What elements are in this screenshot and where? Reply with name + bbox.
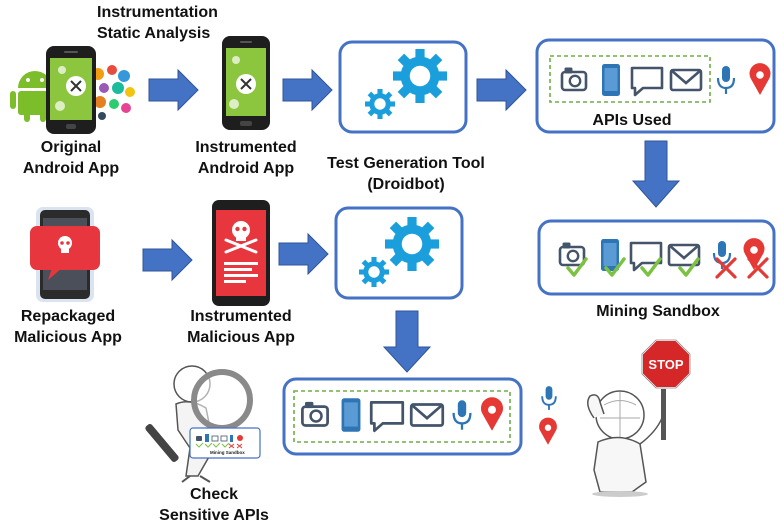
phone-icon [341, 398, 361, 432]
stop-sign-text: STOP [648, 357, 683, 372]
large-gear-icon [393, 49, 447, 103]
arrow-repackaged-to-instrumented [142, 238, 193, 282]
repackaged-malicious-app-icon [30, 207, 100, 302]
label-line: Android App [22, 160, 120, 177]
instrumented-malicious-app-icon [212, 200, 270, 306]
instrumentation-static-analysis-label: Instrumentation Static Analysis [97, 2, 218, 44]
label-line: Mining Sandbox [596, 303, 720, 320]
label-line: Original [40, 139, 102, 156]
large-gear-icon [385, 217, 439, 271]
label-line: (Droidbot) [367, 176, 445, 193]
test-generation-tool-box-malicious [334, 206, 464, 300]
blocked-location-icon [539, 417, 557, 445]
phone-icon [602, 64, 620, 96]
apis-used-box [535, 38, 776, 134]
arrow-instrumented-to-tool [282, 68, 333, 112]
label-line: APIs Used [592, 112, 672, 129]
blocked-microphone-icon [541, 385, 557, 411]
label-line: Check [189, 486, 239, 503]
instrumented-android-app-icon [222, 36, 270, 130]
magnifier-figure [145, 365, 261, 483]
test-generation-tool-label: Test Generation Tool (Droidbot) [316, 153, 496, 195]
label-line: Malicious App [14, 329, 122, 346]
small-gear-icon [359, 257, 389, 287]
mining-sandbox-label: Mining Sandbox [583, 301, 733, 322]
arrow-instrumented-malicious-to-tool [278, 232, 329, 276]
label-line: Instrumentation [97, 4, 218, 21]
label-line: Sensitive APIs [159, 507, 269, 524]
check-sensitive-apis-box [282, 377, 523, 456]
instrumented-malicious-app-label: Instrumented Malicious App [178, 306, 304, 348]
repackaged-malicious-app-label: Repackaged Malicious App [6, 306, 130, 348]
arrow-original-to-instrumented [148, 68, 199, 112]
arrow-apis-to-sandbox [631, 140, 681, 208]
phone-icon [601, 239, 619, 271]
check-sensitive-apis-label: Check Sensitive APIs [150, 484, 278, 526]
original-android-app-icon [10, 46, 135, 134]
small-gear-icon [365, 89, 395, 119]
magnifier-caption: Mining Sandbox [210, 450, 245, 455]
label-line: Instrumented [190, 308, 292, 325]
test-generation-tool-box [338, 40, 468, 134]
label-line: Repackaged [20, 308, 116, 325]
original-android-app-label: Original Android App [18, 137, 124, 179]
label-line: Instrumented [195, 139, 297, 156]
mining-sandbox-box [537, 219, 776, 296]
label-line: Malicious App [187, 329, 295, 346]
stop-figure: STOP [587, 339, 691, 497]
label-line: Static Analysis [97, 25, 211, 42]
label-line: Android App [197, 160, 295, 177]
apis-used-label: APIs Used [577, 110, 687, 131]
arrow-tool-to-apis [476, 68, 527, 112]
instrumented-android-app-label: Instrumented Android App [183, 137, 309, 179]
arrow-tool-to-check [382, 310, 432, 373]
label-line: Test Generation Tool [327, 155, 485, 172]
